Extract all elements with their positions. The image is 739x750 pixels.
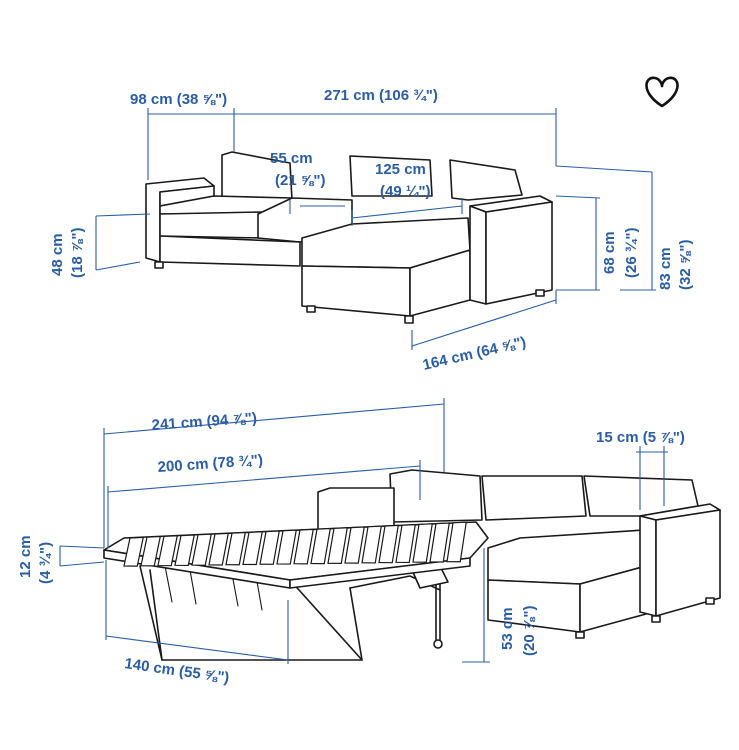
bed-slat xyxy=(395,523,416,564)
bed-slat xyxy=(446,521,467,563)
bed-slat xyxy=(225,531,246,566)
bed-slat xyxy=(361,525,382,564)
total-height-label-line1: 83 cm xyxy=(657,247,674,290)
arm-height-label-line1: 68 cm xyxy=(601,231,618,274)
seat-height-label-line1: 48 cm xyxy=(49,233,66,276)
mattress-height-label-line2: (4 ¾") xyxy=(37,542,54,584)
bed-slat xyxy=(140,535,162,567)
bed-length-label: 200 cm (78 ¾") xyxy=(157,452,263,476)
bed-slat xyxy=(242,531,263,566)
bed-slats xyxy=(123,521,467,567)
top-dimension-lines xyxy=(95,108,656,350)
seat-depth-label-line2: (21 ⅝") xyxy=(275,172,325,189)
bed-slat xyxy=(293,528,314,565)
bed-slat xyxy=(123,536,145,567)
bed-height-label-line2: (20 ⅞") xyxy=(521,606,538,656)
bed-length-total-label: 241 cm (94 ⅞") xyxy=(151,410,257,434)
bed-slat xyxy=(276,529,297,565)
arm-height-label-line2: (26 ¾") xyxy=(623,228,640,278)
bed-slat xyxy=(191,533,212,566)
mattress-height-label-line1: 12 cm xyxy=(17,535,34,578)
sofa-top-drawing xyxy=(145,151,553,324)
seat-height-label-line2: (18 ⅞") xyxy=(69,228,86,278)
bed-slat xyxy=(208,532,229,566)
top-width-label: 271 cm (106 ¾") xyxy=(324,87,438,104)
bed-slat xyxy=(412,523,433,563)
total-height-label-line2: (32 ⅝") xyxy=(677,240,694,290)
bed-slat xyxy=(327,527,348,564)
bed-slat xyxy=(344,526,365,564)
bed-slat xyxy=(378,524,399,564)
seat-depth-label-line1: 55 cm xyxy=(270,150,313,167)
arm-width-label: 15 cm (5 ⅞") xyxy=(596,429,685,446)
chaise-seat-label-line2: (49 ¼") xyxy=(380,183,430,200)
bed-slat xyxy=(174,534,195,567)
chaise-seat-label-line1: 125 cm xyxy=(375,161,426,178)
bed-height-label-line1: 53 cm xyxy=(499,607,516,650)
bed-slat xyxy=(157,535,178,567)
bed-slat xyxy=(310,527,331,565)
bed-slat xyxy=(259,530,280,565)
top-depth-label: 98 cm (38 ⅝") xyxy=(130,91,227,108)
chaise-length-label: 164 cm (64 ⅝") xyxy=(421,334,528,374)
heart-outline-icon[interactable] xyxy=(645,76,679,108)
dimension-labels: 98 cm (38 ⅝") 271 cm (106 ¾") 55 cm (21 … xyxy=(17,87,694,687)
bed-slat xyxy=(429,522,450,563)
bottom-dimension-lines xyxy=(59,398,668,664)
